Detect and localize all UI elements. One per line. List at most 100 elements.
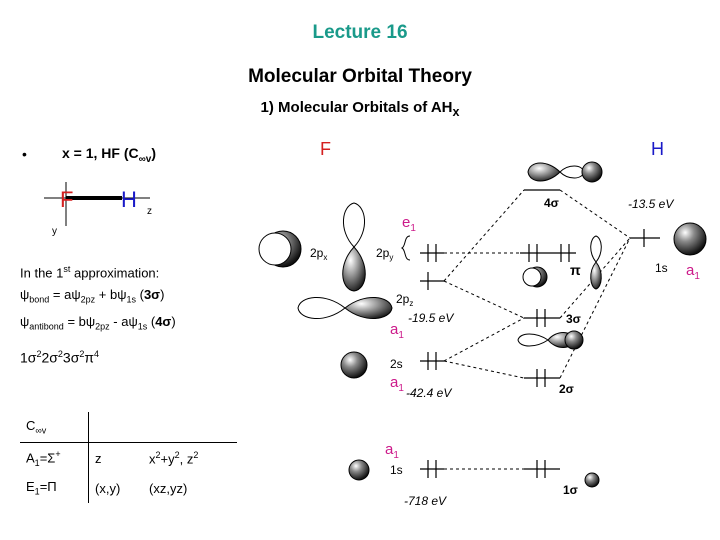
f-2py-orbital [342,202,366,292]
bullet-text: x = 1, HF (C∞v) [62,145,156,165]
irrep-a-rest: =Σ [39,449,56,465]
irrep-a-sup: + [55,448,61,459]
quad-y: +y [160,451,175,467]
approximation-line: In the 1st approximation: [20,258,176,284]
energy-2s: -42.4 eV [406,386,452,400]
sym-a1-2s-main: a [390,374,399,391]
mo-4sigma-orbital [527,161,603,183]
energy-h-1s: -13.5 eV [628,197,674,211]
label-pi: π [570,262,581,278]
table-header-empty-1 [88,412,143,443]
label-2px-main: 2p [310,246,324,260]
approx-text: In the 1 [20,265,64,281]
sym-a1-label-2pz: a1 [390,321,404,341]
sym-a1-h-sub: 1 [694,271,700,282]
irrep-a: A [26,449,35,465]
3sigma-h-part [564,330,584,350]
psi-anti-sub: antibond [29,321,64,332]
psi-anti-sub2: 2pz [95,321,110,332]
psi-anti-lhs: ψ [20,313,30,329]
corr-2s-2sigma [443,360,525,379]
table-header-empty-2 [143,412,237,443]
label-4sigma: 4σ [544,196,559,210]
table-header-point-group: C∞v [20,412,89,443]
sym-a1-label-h: a1 [686,262,700,282]
f-energy-levels [420,252,444,470]
e1-brace [400,235,411,261]
config-sup-1: 2 [36,349,42,359]
psi-anti-sub3: 1s [137,321,148,332]
table-cell-irrep: A1=Σ+ [20,442,89,473]
label-2pz-sub: z [409,299,413,308]
lecture-title: Lecture 16 [312,22,408,43]
mo-pi-orbital [522,235,602,290]
label-2pz-main: 2p [396,292,410,306]
f-2pz-orbital [297,297,393,319]
energy-2p: -19.5 eV [408,311,454,325]
config-sup-3: 2 [79,349,85,359]
axis-h-label: H [121,187,137,212]
table-cell-irrep: E1=Π [20,473,89,503]
mo-1sigma-orbital [584,472,600,488]
config-sup-2: 2 [57,349,63,359]
mo-electrons [528,244,570,478]
irrep-e-sub: 1 [34,486,40,497]
bullet-text-sub: ∞v [138,153,152,165]
config-sup-4: 4 [94,349,100,359]
psi-bond-mid: + bψ [95,287,127,303]
corr-2s-3sigma [443,317,525,362]
4sigma-lobe-left [527,162,561,182]
pz-lobe-left [297,297,346,319]
psi-antibond-equation: ψantibond = bψ2pz - aψ1s (4σ) [20,311,176,338]
sym-e1-sub: 1 [410,223,416,234]
sym-e1-main: e [402,214,410,231]
f-2px-orbital [258,230,302,268]
character-table: C∞v A1=Σ+ z x2+y2, z2 E1=Π (x,y) (xz,yz) [20,412,237,503]
config-term-2: 2σ [41,349,58,366]
psi-bond-sub: bond [29,294,50,305]
table-row: E1=Π (x,y) (xz,yz) [20,473,237,503]
label-1s: 1s [390,463,403,477]
py-lobe-top [343,202,365,248]
label-2py-sub: y [389,253,393,262]
irrep-e-rest: =Π [39,479,57,495]
mo-3sigma-orbital [517,330,584,350]
sym-a1-label-1s: a1 [385,441,399,461]
irrep-a-sub: 1 [34,457,40,468]
table-cell-linear: (x,y) [95,480,121,496]
label-2s: 2s [390,357,403,371]
psi-anti-paren-open: ( [147,313,156,329]
table-cell-quadratic: x2+y2, z2 [143,443,237,474]
sym-a1-h-main: a [686,262,695,279]
sym-a1-2pz-sub: 1 [398,330,404,341]
axis-y-label: y [52,226,57,237]
quad-y-sup: 2 [174,449,180,460]
header-sub: ∞v [35,425,47,436]
table-row: A1=Σ+ z x2+y2, z2 [20,442,237,474]
approx-rest: approximation: [70,265,160,281]
f-electrons [427,244,437,478]
approximation-block: In the 1st approximation: ψbond = aψ2pz … [20,258,176,338]
slide-subheading: 1) Molecular Orbitals of AHx [0,99,720,119]
pz-lobe-right [344,297,393,319]
irrep-e: E [26,479,35,495]
label-2py: 2py [376,246,393,262]
label-2px: 2px [310,246,327,262]
pi-front [522,267,542,287]
label-h-1s: 1s [655,261,668,275]
diagram-f-label: F [320,139,331,159]
label-2sigma: 2σ [559,382,574,396]
3sigma-lobe-left [517,333,549,347]
psi-bond-sub2: 2pz [80,294,96,305]
label-2py-main: 2p [376,246,390,260]
sym-a1-label-2s: a1 [390,374,404,394]
correlation-lines [443,189,631,470]
px-lobe-front [258,232,292,266]
psi-bond-eq: = aψ [49,287,81,303]
corr-pz-4sigma [443,189,525,282]
table-cell-quadratic: (xz,yz) [149,480,188,496]
diagram-h-label: H [651,139,664,159]
mo-energy-levels [520,189,576,470]
4sigma-h-part [581,161,603,183]
